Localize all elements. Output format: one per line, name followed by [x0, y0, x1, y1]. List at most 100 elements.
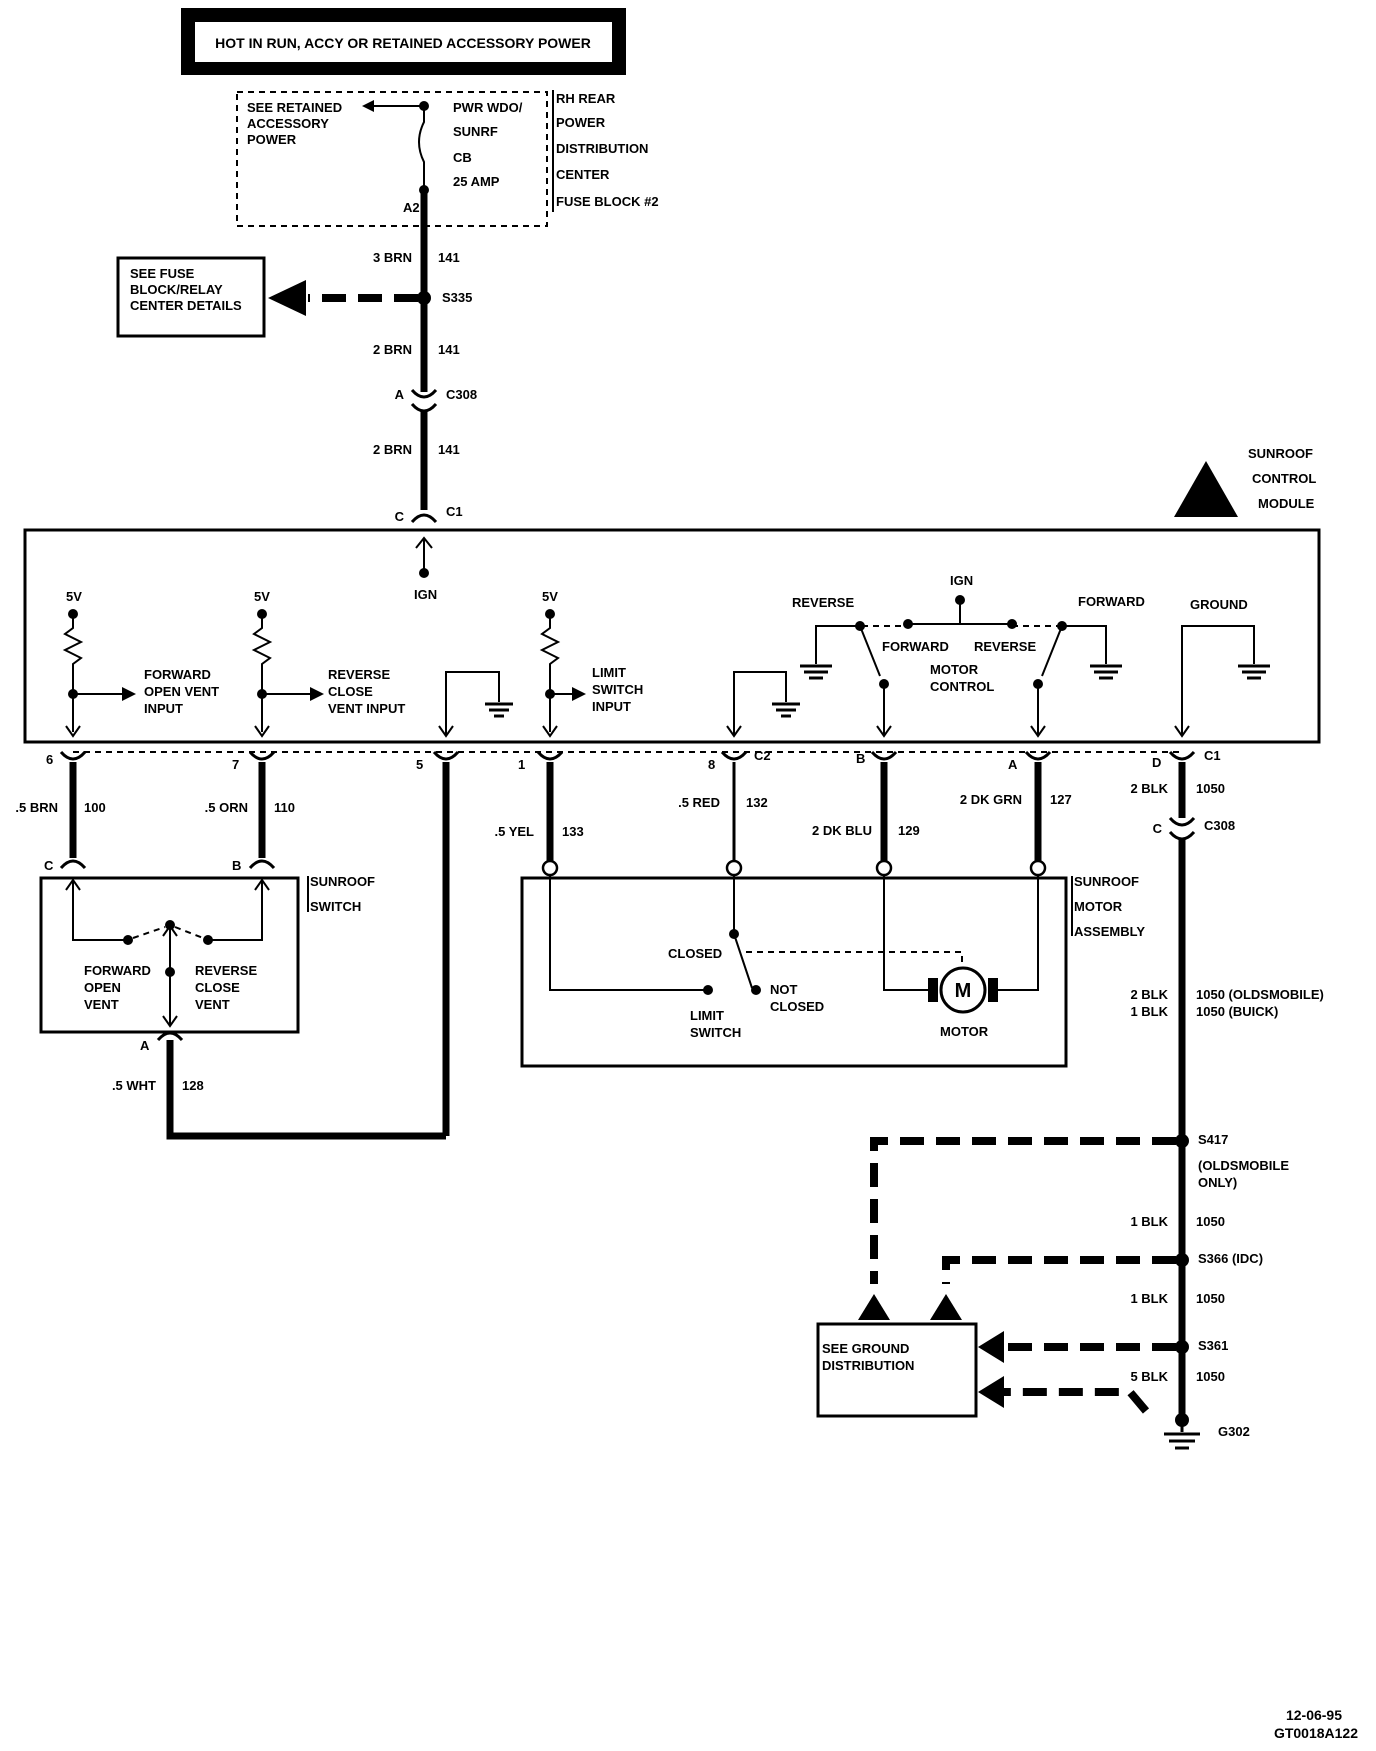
rev-close-vent-3: VENT INPUT: [328, 701, 405, 716]
location-3: DISTRIBUTION: [556, 141, 648, 156]
gp-olds-size: 2 BLK: [1130, 987, 1168, 1002]
circuit-breaker-icon: [418, 106, 425, 190]
conn-c308: C308: [446, 387, 477, 402]
see-fuse-box[interactable]: [116, 256, 266, 338]
w133-circuit: 133: [562, 824, 584, 839]
w128-circuit: 128: [182, 1078, 204, 1093]
fuse-block-box: [236, 91, 548, 227]
gp-s417-size: 1 BLK: [1130, 1214, 1168, 1229]
switch-pin-c: C: [44, 858, 54, 873]
motor-asm-name-3: ASSEMBLY: [1074, 924, 1145, 939]
pin-8: 8: [708, 757, 715, 772]
v5-label-1: 5V: [66, 589, 82, 604]
gp-s417-circuit: 1050: [1196, 1214, 1225, 1229]
limit-input-3: INPUT: [592, 699, 631, 714]
see-fuse-1: SEE FUSE: [130, 266, 195, 281]
pin-7: 7: [232, 757, 239, 772]
motor-assembly-box: [520, 876, 1068, 1068]
limit-switch-arm: [733, 933, 753, 989]
arrow-left-icon-4: [978, 1376, 1004, 1408]
location-4: CENTER: [556, 167, 610, 182]
limit-input-1: LIMIT: [592, 665, 626, 680]
ground-icon-5: [1238, 664, 1270, 680]
conn-c: C: [395, 509, 405, 524]
rev-close-vent-2: CLOSE: [328, 684, 373, 699]
see-fuse-3: CENTER DETAILS: [130, 298, 242, 313]
location-5: FUSE BLOCK #2: [556, 194, 659, 209]
pin-6: 6: [46, 752, 53, 767]
motor-label: MOTOR: [940, 1024, 989, 1039]
motor-asm-name-2: MOTOR: [1074, 899, 1123, 914]
switch-rev-2: CLOSE: [195, 980, 240, 995]
gp-olds-circuit: 1050 (OLDSMOBILE): [1196, 987, 1324, 1002]
motor-ctrl-rev: REVERSE: [974, 639, 1036, 654]
w129-circuit: 129: [898, 823, 920, 838]
motor-ctrl-2: CONTROL: [930, 679, 994, 694]
splice-s417: [1175, 1134, 1189, 1148]
w110-circuit: 110: [274, 800, 295, 815]
motor-icon: [939, 966, 987, 1014]
arrow-up-icon-2: [858, 1294, 890, 1320]
reverse-label: REVERSE: [792, 595, 854, 610]
esd-warning-icon: [1174, 461, 1238, 517]
module-name-1: SUNROOF: [1248, 446, 1313, 461]
see-retained-1[interactable]: SEE RETAINED: [247, 100, 342, 115]
fwd-open-vent-3: INPUT: [144, 701, 183, 716]
resistor-icon-3: [539, 614, 561, 732]
resistor-icon-2: [251, 614, 273, 732]
rev-close-vent-1: REVERSE: [328, 667, 390, 682]
fwd-open-vent-2: OPEN VENT: [144, 684, 219, 699]
arrow-left-icon: [362, 100, 374, 112]
see-ground-box[interactable]: [816, 1322, 978, 1418]
splice-s335: [417, 291, 431, 305]
w132-circuit: 132: [746, 795, 768, 810]
switch-name-2: SWITCH: [310, 899, 361, 914]
w3-circuit: 141: [438, 442, 460, 457]
w100-size: .5 BRN: [15, 800, 58, 815]
gp-s417-note-2: ONLY): [1198, 1175, 1237, 1190]
ground-icon: [485, 702, 513, 718]
gp-g302: G302: [1218, 1424, 1250, 1439]
see-ground-1: SEE GROUND: [822, 1341, 909, 1356]
motor-ctrl-fwd: FORWARD: [882, 639, 949, 654]
gp-s361-size: 5 BLK: [1130, 1369, 1168, 1384]
w1-circuit: 141: [438, 250, 460, 265]
w1050a-circuit: 1050: [1196, 781, 1225, 796]
ground-icon-3: [800, 664, 832, 680]
fuse-label-2: SUNRF: [453, 124, 498, 139]
gp-buick-size: 1 BLK: [1130, 1004, 1168, 1019]
pin-5: 5: [416, 757, 423, 772]
arrow-up-icon: [415, 536, 433, 549]
connector-c1-top: [410, 513, 438, 524]
resistor-icon: [62, 614, 84, 732]
arrow-up-icon-3: [930, 1294, 962, 1320]
control-module-box: [23, 528, 1321, 744]
limit-switch-1: LIMIT: [690, 1008, 724, 1023]
see-retained-3[interactable]: POWER: [247, 132, 297, 147]
ground-label: GROUND: [1190, 597, 1248, 612]
switch-fwd-3: VENT: [84, 997, 119, 1012]
splice-s361: [1175, 1340, 1189, 1354]
fuse-label-4: 25 AMP: [453, 174, 500, 189]
w127-size: 2 DK GRN: [960, 792, 1022, 807]
motor-ctrl-1: MOTOR: [930, 662, 979, 677]
gp-buick-circuit: 1050 (BUICK): [1196, 1004, 1278, 1019]
w1050a-size: 2 BLK: [1130, 781, 1168, 796]
pin-a: A: [1008, 757, 1018, 772]
switch-fwd-2: OPEN: [84, 980, 121, 995]
arrow-right-icon-2: [310, 687, 324, 701]
see-retained-2[interactable]: ACCESSORY: [247, 116, 329, 131]
ign-label: IGN: [414, 587, 437, 602]
v5-label-3: 5V: [542, 589, 558, 604]
footer-date: 12-06-95: [1286, 1707, 1342, 1723]
gp-conn-c: C: [1153, 821, 1163, 836]
gp-c308: C308: [1204, 818, 1235, 833]
fuse-label-3: CB: [453, 150, 472, 165]
limit-switch-2: SWITCH: [690, 1025, 741, 1040]
w110-size: .5 ORN: [205, 800, 248, 815]
gp-s366: S366 (IDC): [1198, 1251, 1263, 1266]
arrow-right-icon-3: [572, 687, 586, 701]
limit-input-2: SWITCH: [592, 682, 643, 697]
